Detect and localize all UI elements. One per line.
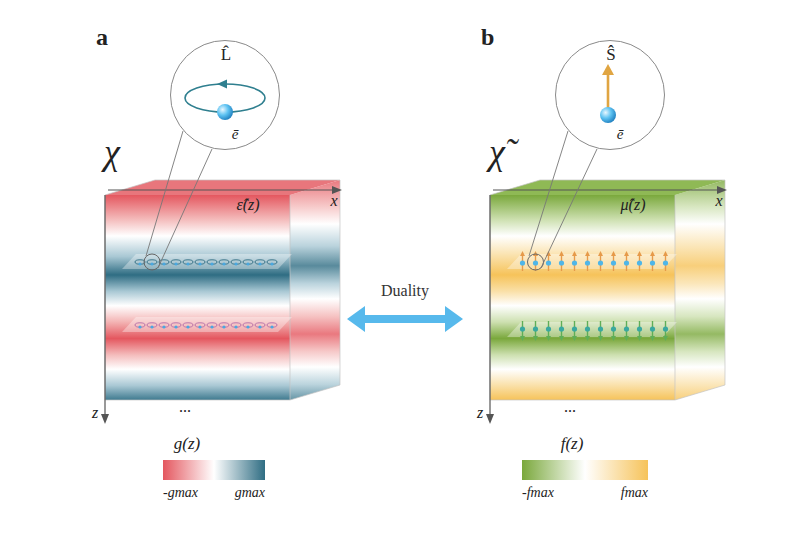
double-arrow: [347, 306, 463, 332]
susceptibility-symbol: χ̃: [489, 132, 505, 173]
operator-label: Ŝ: [606, 46, 615, 63]
colorbar-label: gmax: [235, 485, 265, 501]
colorbar-label: fmax: [621, 485, 648, 501]
x-axis: [108, 189, 333, 190]
slab-b: [486, 180, 727, 424]
spin-arrow-head: [602, 64, 614, 75]
colorbar-label: -fmax: [522, 485, 554, 501]
electron: [600, 107, 616, 123]
slab-top: [490, 180, 725, 195]
z-axis: [104, 195, 105, 415]
axis-label: z: [92, 404, 98, 422]
slab-side: [675, 180, 725, 400]
colorbar-segment: [214, 460, 265, 480]
axis-label: x: [330, 192, 337, 210]
tensor-label: ε̂(z): [236, 196, 259, 214]
inset-ground: [170, 40, 280, 150]
z-axis: [489, 195, 490, 415]
edge-label: Duality: [381, 282, 429, 300]
inset-circle: Ŝ ē: [555, 40, 665, 150]
slab-edge: [675, 195, 676, 400]
slab-outline: [105, 180, 340, 400]
slab-side: [290, 180, 340, 400]
zoom-line: [541, 149, 597, 268]
slab-front: [105, 195, 290, 400]
colorbar-segment: [585, 460, 648, 480]
zoom-line: [146, 131, 183, 256]
profile-label: f(z): [561, 434, 584, 454]
slab-front: [490, 195, 675, 400]
material-slab: ε̂(z) x z...: [80, 172, 345, 430]
atom-plane: [122, 254, 292, 269]
particle-label: ē: [617, 127, 624, 142]
panel-letter: b: [481, 24, 494, 52]
inset-ground: [555, 40, 665, 150]
operator-label: L̂: [221, 46, 231, 63]
electron: [217, 104, 233, 120]
slab-edge: [290, 195, 291, 400]
z-axis-head: [101, 414, 109, 424]
atom-plane: [122, 317, 292, 332]
tensor-label: μ̂(z): [621, 196, 646, 214]
susceptibility-symbol: χ: [104, 132, 120, 173]
orbit-arrow: [217, 80, 227, 89]
x-axis: [493, 189, 718, 190]
orbital-row: [134, 319, 278, 331]
axis-label: x: [715, 192, 722, 210]
zoom-line: [529, 131, 568, 256]
axis-label: z: [477, 404, 483, 422]
colorbar-segment: [163, 460, 214, 480]
orbital-row: [134, 256, 278, 268]
particle-label: ē: [232, 127, 239, 142]
ellipsis: ...: [564, 398, 576, 416]
zoom-line: [158, 149, 212, 268]
ellipsis: ...: [179, 398, 191, 416]
z-axis-head: [486, 414, 494, 424]
inset-circle: L̂ ē: [170, 40, 280, 150]
duality-arrow: [347, 306, 463, 332]
spin-row: [516, 250, 672, 274]
material-slab: μ̂(z) x z...: [465, 172, 730, 430]
spin-row: [516, 318, 672, 342]
colorbar-label: -gmax: [163, 485, 198, 501]
zoom-marker: [144, 254, 160, 270]
colorbar-segment: [522, 460, 585, 480]
slab-outline: [490, 180, 725, 400]
slab-a: [101, 180, 342, 424]
slab-top: [105, 180, 340, 195]
profile-label: g(z): [174, 434, 200, 454]
panel-letter: a: [96, 24, 108, 52]
